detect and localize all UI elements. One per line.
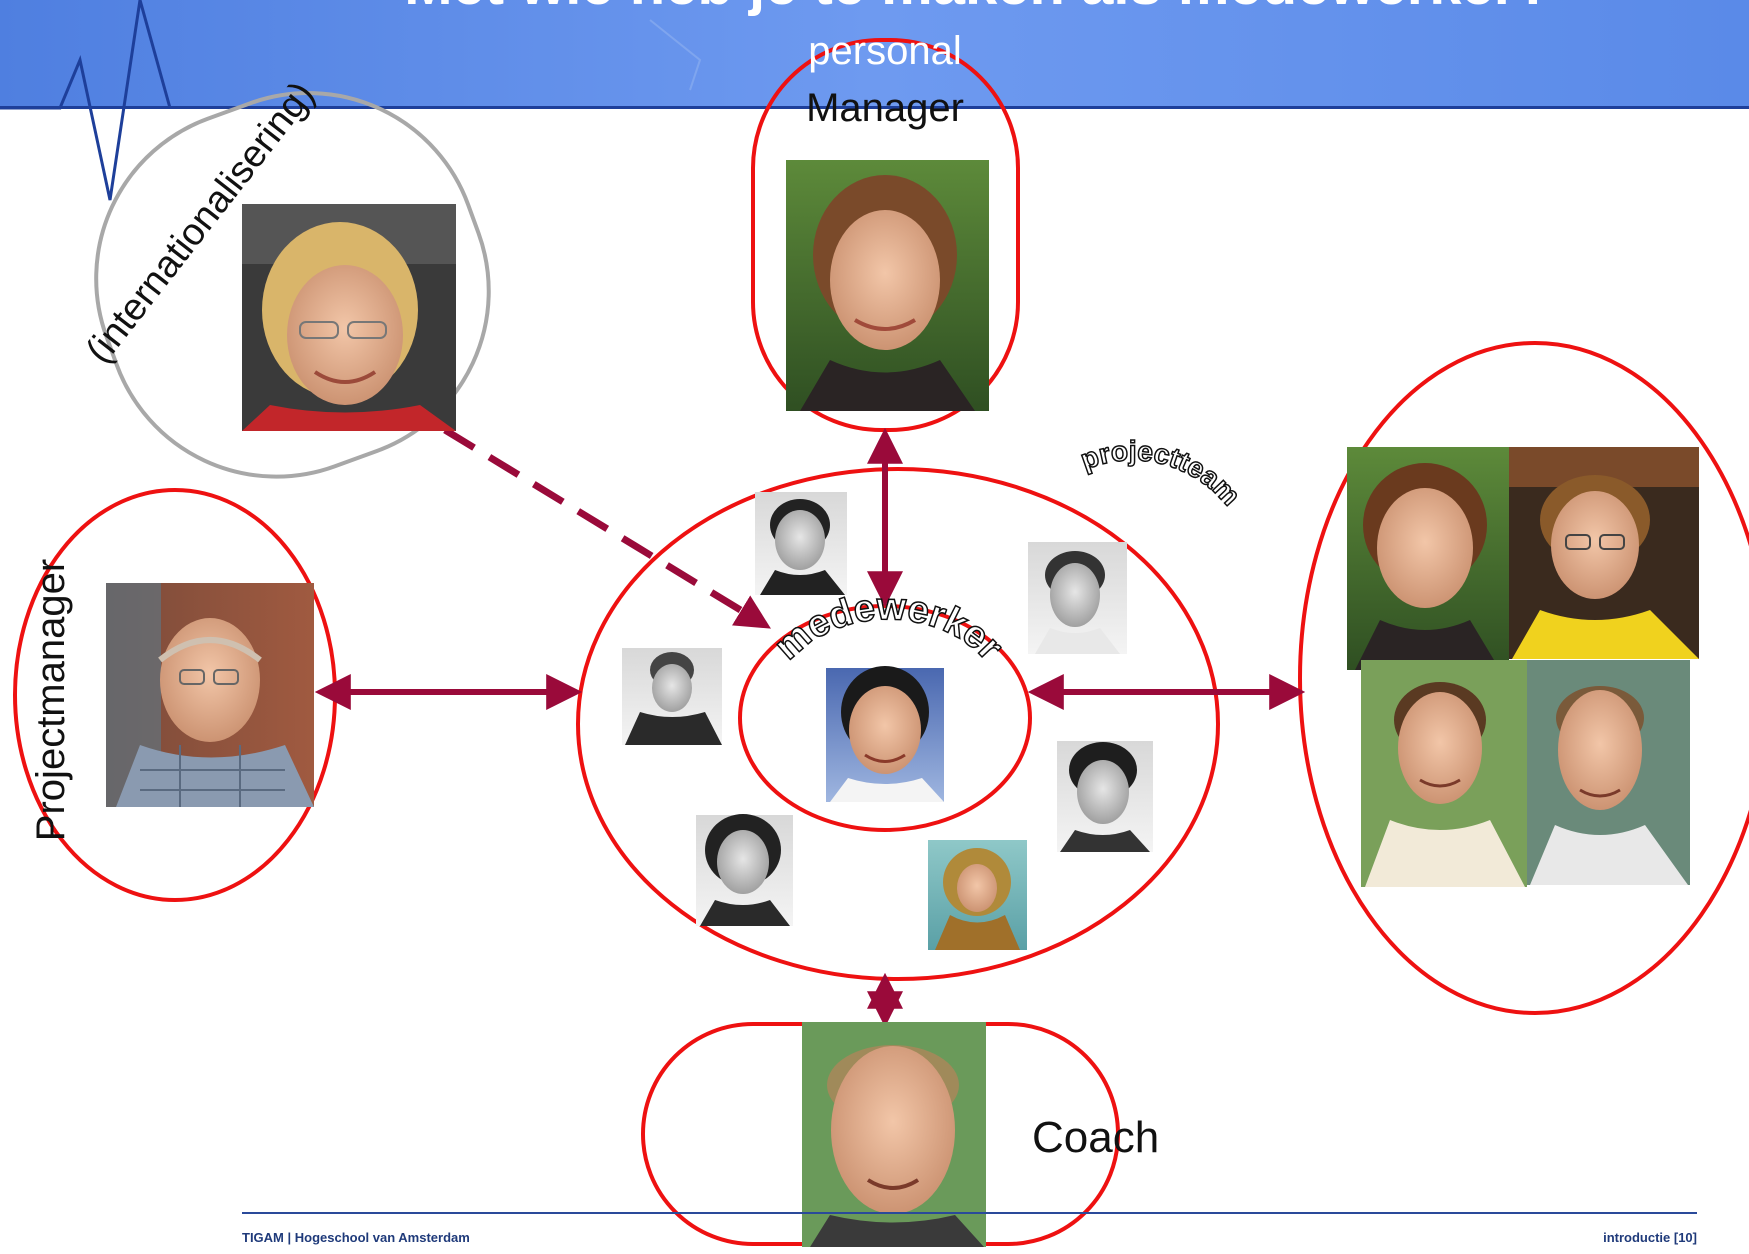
- photo-team-member-3: [622, 648, 722, 745]
- footer-right-text: introductie [10]: [1603, 1230, 1697, 1245]
- footer-left-text: TIGAM | Hogeschool van Amsterdam: [242, 1230, 470, 1245]
- label-manager: Manager: [806, 86, 964, 130]
- photo-medewerker: [826, 666, 944, 802]
- page-title: Met wie heb je te maken als medewerker?: [404, 0, 1552, 17]
- header-band: [0, 0, 1749, 201]
- photo-projectmanager: [106, 583, 314, 807]
- label-medewerker: medewerker: [767, 586, 1011, 668]
- photo-projectteam-man-yellow: [1509, 447, 1699, 659]
- photo-coach: [802, 1022, 986, 1247]
- photo-team-member-4: [1057, 741, 1153, 852]
- arrow-internationalisering-dashed: [443, 427, 771, 629]
- photo-personal-manager: [786, 160, 989, 411]
- photo-team-member-2: [1028, 542, 1127, 654]
- label-personal: personal: [808, 29, 961, 73]
- photo-team-member-1: [755, 492, 847, 595]
- photo-internationalisering: [242, 204, 456, 431]
- photo-projectteam-man-2: [1527, 660, 1690, 885]
- internationalisering-group: [94, 91, 491, 479]
- photo-projectteam-man-1: [1361, 660, 1527, 887]
- photo-team-member-5: [696, 814, 793, 926]
- label-projectteam: projectteam: [1077, 435, 1247, 511]
- photo-projectteam-woman: [1347, 447, 1509, 670]
- photo-team-member-6: [928, 840, 1027, 950]
- label-projectmanager: Projectmanager: [29, 559, 73, 841]
- label-coach: Coach: [1032, 1113, 1159, 1162]
